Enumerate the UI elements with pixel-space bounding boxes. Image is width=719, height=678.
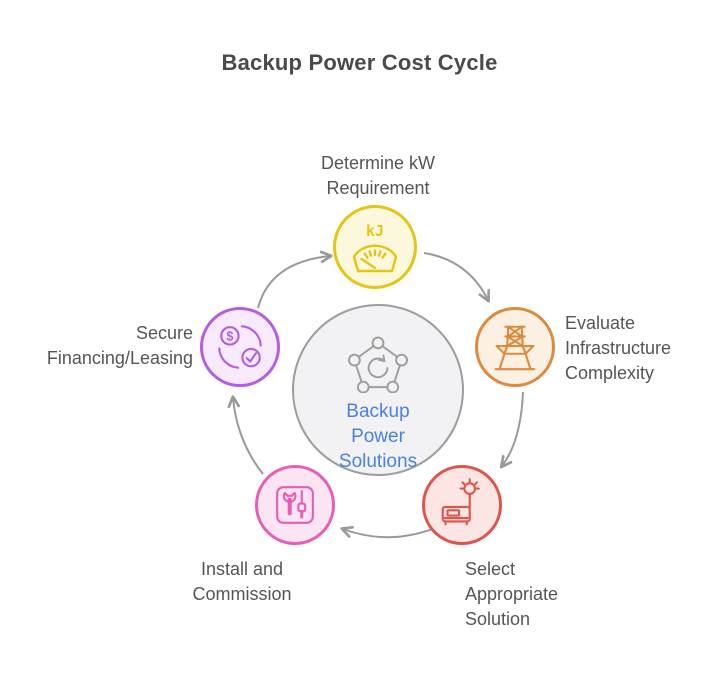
step-node-install-commission: [255, 465, 335, 545]
step-label-select-solution: Select Appropriate Solution: [465, 559, 559, 629]
gauge-unit-text: kJ: [366, 222, 384, 240]
financing-check-icon: $: [218, 325, 262, 369]
step-node-evaluate-infrastructure: [475, 307, 555, 387]
dollar-sign-text: $: [226, 330, 233, 344]
cycle-pentagon-icon: [348, 336, 408, 393]
diagram-title: Backup Power Cost Cycle: [221, 50, 498, 75]
step-node-select-solution: [422, 465, 502, 545]
energy-gauge-icon: kJ: [352, 222, 398, 273]
step-label-install-commission: Install and Commission: [192, 559, 292, 604]
center-label: Backup Power Solutions: [338, 401, 418, 472]
arrow-determine-to-evaluate: [423, 252, 490, 303]
step-label-secure-financing: Secure Financing/Leasing: [46, 323, 193, 368]
center-circle: Backup Power Solutions: [292, 304, 464, 476]
arrow-install-to-financing: [227, 395, 264, 475]
arrow-financing-to-determine: [257, 250, 333, 309]
step-label-evaluate-infrastructure: Evaluate Infrastructure Complexity: [565, 313, 672, 383]
generator-bulb-icon: [441, 478, 480, 526]
wrench-tools-icon: [276, 486, 314, 524]
step-label-determine-kw: Determine kW Requirement: [320, 153, 436, 198]
step-node-determine-kw: kJ: [333, 205, 417, 289]
transmission-tower-icon: [494, 325, 536, 371]
arrow-evaluate-to-select: [499, 391, 524, 469]
step-node-secure-financing: $: [200, 307, 280, 387]
